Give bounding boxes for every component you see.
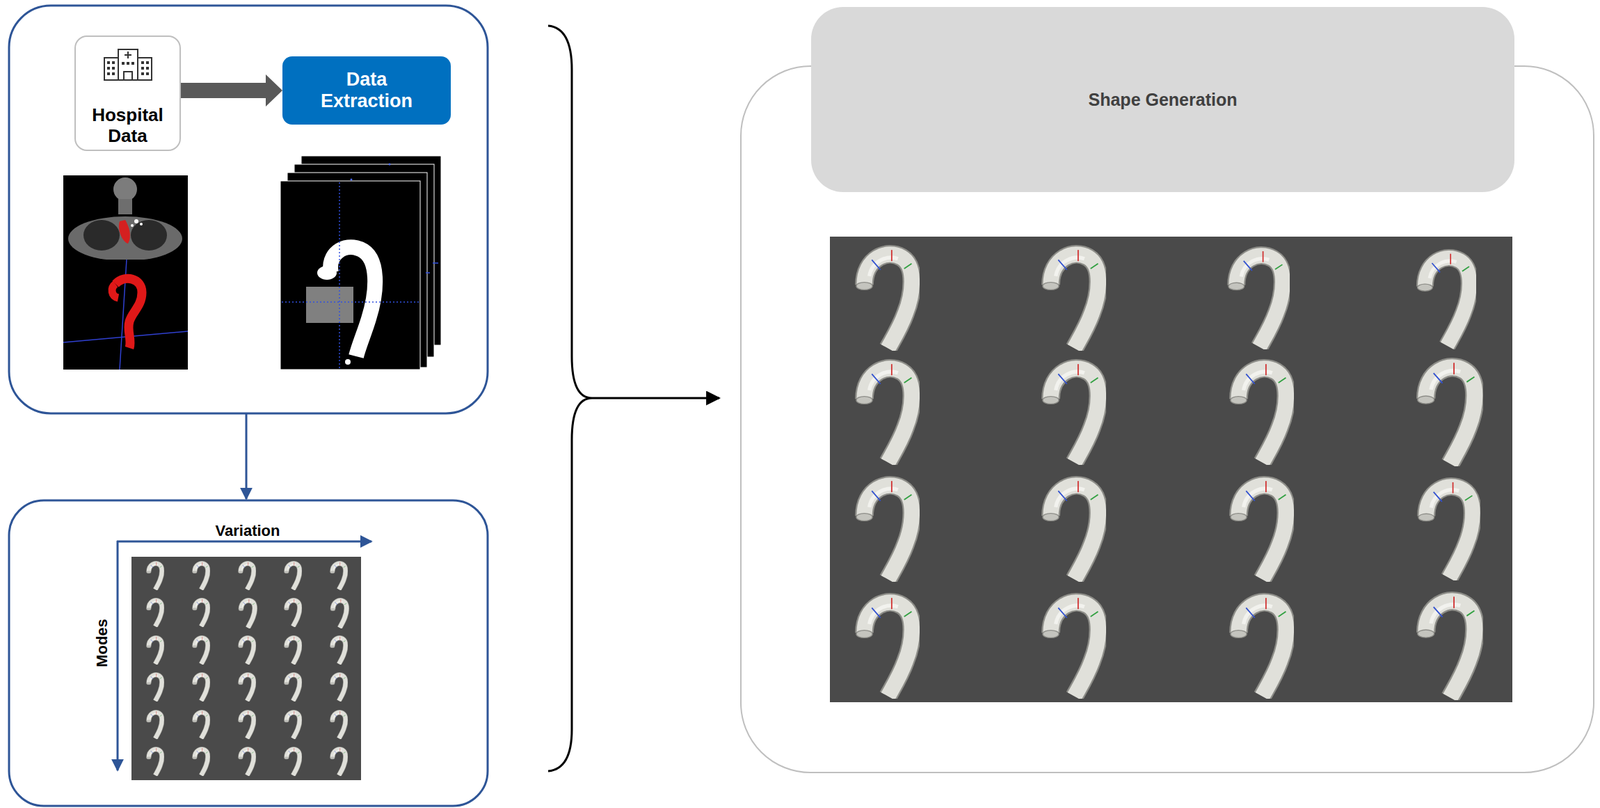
header-band: Shape Generation: [811, 6, 1515, 192]
source-box: Hospital Data: [74, 35, 181, 151]
segmentation-image: [280, 155, 442, 370]
axis-arrow: [116, 540, 372, 543]
flow-arrow: [245, 413, 248, 499]
panel: [9, 500, 488, 806]
flow-arrow: [592, 397, 720, 400]
axis-label: Variation: [215, 521, 281, 540]
process-box: Data Extraction: [282, 56, 451, 125]
node-text: Hospital Data: [78, 105, 177, 147]
panel: [9, 5, 488, 414]
axis-arrow: [116, 540, 119, 771]
axis-label: Modes: [93, 618, 112, 668]
shape-grid: [829, 236, 1513, 702]
hospital-icon: [100, 45, 156, 82]
node-text: Shape Generation: [1088, 89, 1238, 110]
node-text: Data Extraction: [307, 68, 426, 112]
block-arrow: [180, 74, 283, 107]
mode-grid: [131, 556, 362, 780]
ct-image: [63, 175, 188, 370]
curly-brace: [548, 25, 592, 771]
